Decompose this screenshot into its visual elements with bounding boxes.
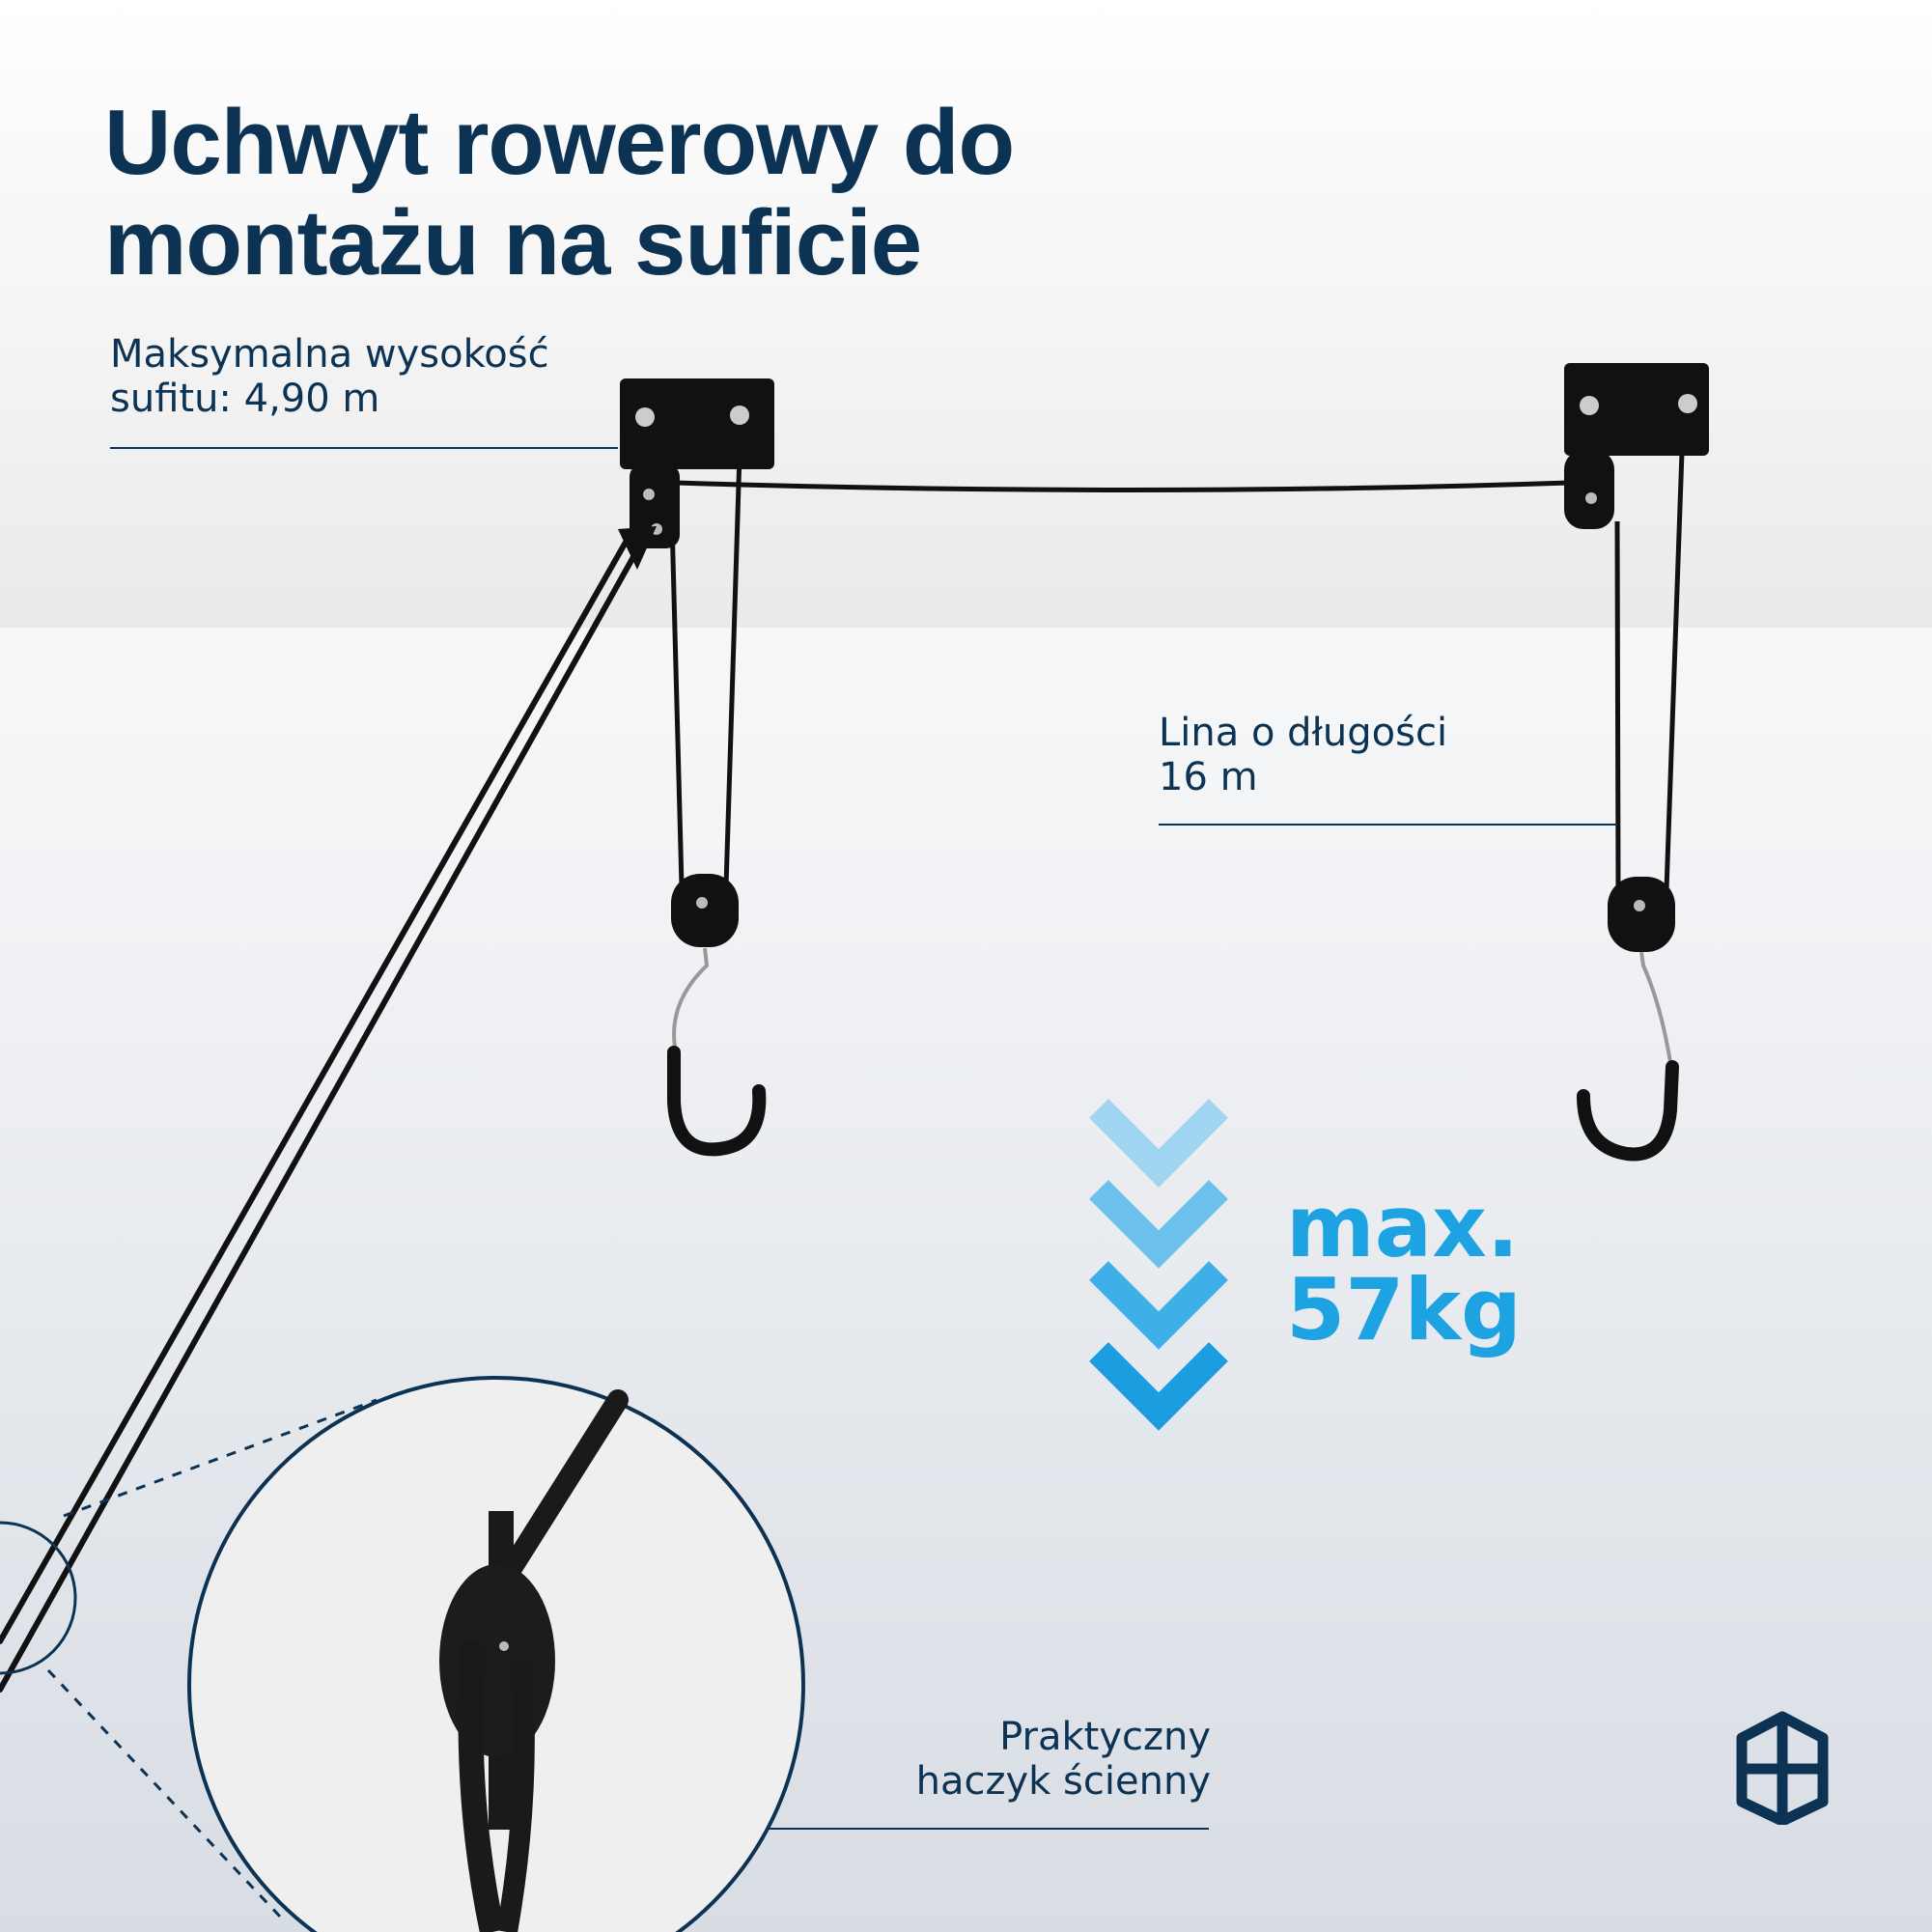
right-lift-assembly bbox=[1577, 451, 1685, 1162]
rope-length-callout: Lina o długości 16 m bbox=[1159, 711, 1447, 799]
ceiling-height-line-1: Maksymalna wysokość bbox=[110, 332, 549, 377]
pulley-icon bbox=[671, 874, 739, 947]
hook-icon bbox=[1577, 1060, 1679, 1162]
wall-hook-line-2: haczyk ścienny bbox=[915, 1759, 1211, 1804]
max-load-line-2: 57kg bbox=[1286, 1260, 1522, 1359]
wall-hook-zoom bbox=[0, 1376, 805, 1932]
ceiling-height-line-2: sufitu: 4,90 m bbox=[110, 377, 380, 421]
rope-length-line-2: 16 m bbox=[1159, 755, 1258, 799]
left-lift-assembly bbox=[667, 453, 767, 1157]
hook-icon bbox=[667, 1046, 767, 1157]
ceiling-height-callout: Maksymalna wysokość sufitu: 4,90 m bbox=[110, 332, 549, 421]
rope-length-line-1: Lina o długości bbox=[1159, 711, 1448, 755]
title-line-2: montażu na suficie bbox=[104, 191, 922, 294]
wall-hook-callout: Praktyczny haczyk ścienny bbox=[850, 1715, 1211, 1804]
brand-logo-icon bbox=[1736, 1711, 1829, 1825]
cross-rope bbox=[675, 480, 1570, 492]
ceiling-bracket-icon bbox=[1564, 363, 1709, 529]
pulley-icon bbox=[1608, 877, 1675, 952]
max-load-line-1: max. bbox=[1286, 1177, 1520, 1276]
page-title: Uchwyt rowerowy do montażu na suficie bbox=[104, 91, 1015, 294]
chevron-down-icon bbox=[1089, 1099, 1228, 1431]
title-line-1: Uchwyt rowerowy do bbox=[104, 91, 1015, 194]
ceiling-bracket-icon bbox=[618, 378, 774, 570]
wall-hook-line-1: Praktyczny bbox=[999, 1715, 1211, 1759]
ceiling-background bbox=[0, 0, 1932, 628]
max-load-label: max. 57kg bbox=[1286, 1177, 1522, 1359]
